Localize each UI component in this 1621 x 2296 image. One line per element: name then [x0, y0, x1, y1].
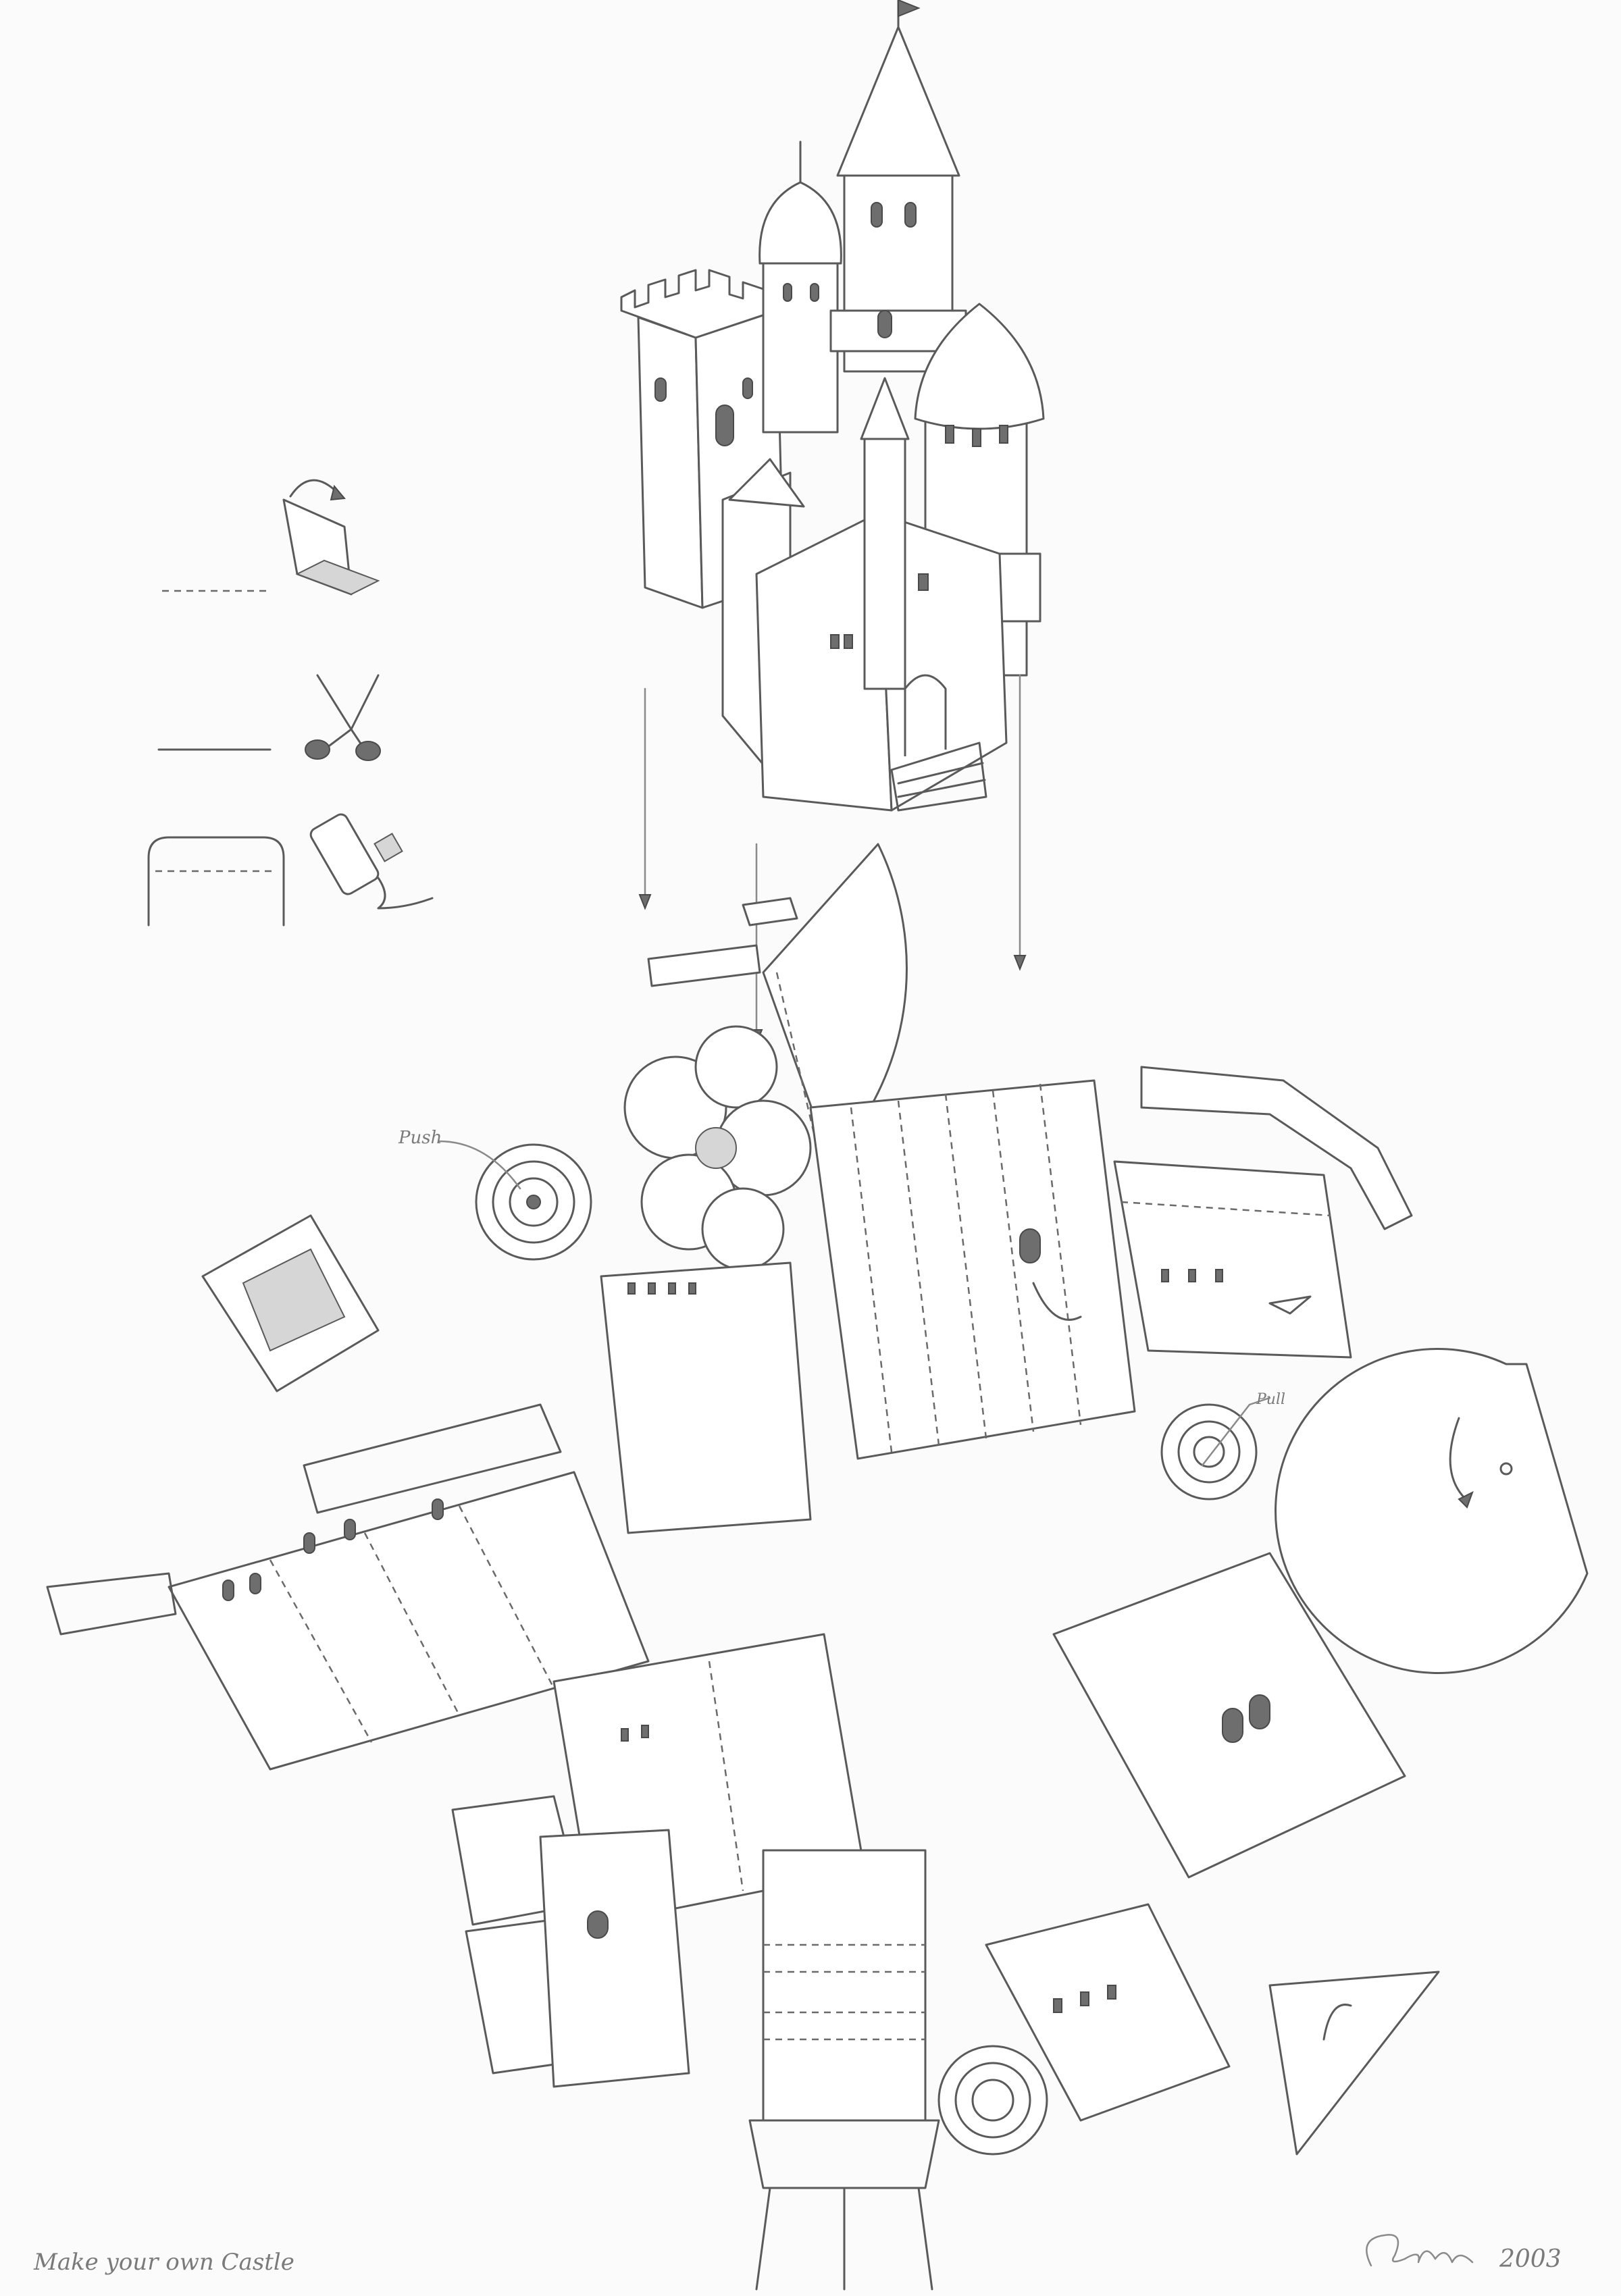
legend	[147, 479, 434, 927]
top-left-box-piece	[201, 1214, 380, 1392]
push-wheel	[438, 1140, 592, 1261]
assembled-castle	[620, 0, 1045, 812]
central-wall-strip	[809, 1079, 1136, 1460]
main-keep	[721, 377, 1008, 812]
right-wall-block	[1113, 1160, 1352, 1359]
unfolded-net	[46, 843, 1589, 2291]
lower-right-block	[985, 1903, 1231, 2122]
glue-tube-icon	[309, 813, 434, 910]
curved-battlement-strip	[1140, 1066, 1413, 1230]
center-large-wall	[600, 1261, 812, 1534]
legend-glue	[147, 813, 434, 927]
glue-tab-outline	[147, 836, 285, 927]
pull-wheel	[1160, 1397, 1271, 1501]
pie-wheel-piece	[1275, 1348, 1589, 1674]
left-long-wall	[46, 1403, 650, 1771]
fold-arrow-icon	[282, 479, 380, 596]
push-label: Push	[398, 1128, 442, 1148]
onion-dome-tower	[758, 140, 842, 434]
bottom-tower-strip	[748, 1849, 940, 2291]
legend-fold	[162, 479, 380, 596]
right-large-wall	[1052, 1552, 1406, 1879]
drawing-title: Make your own Castle	[34, 2249, 294, 2276]
castle-door	[904, 674, 947, 756]
lower-left-pieces	[451, 1795, 690, 2088]
flag-icon	[898, 0, 921, 18]
scissors-icon	[305, 674, 381, 761]
triangle-sector-piece	[1268, 1971, 1440, 2156]
flower-tower-base	[623, 1025, 812, 1271]
pull-label: Pull	[1256, 1391, 1286, 1408]
legend-cut	[157, 674, 381, 761]
tall-spire-tower	[829, 0, 967, 373]
assembly-arrows	[638, 674, 1027, 1045]
artist-signature	[1366, 2234, 1474, 2267]
drawing-year: 2003	[1499, 2245, 1562, 2273]
lower-right-wheel	[937, 2045, 1048, 2156]
